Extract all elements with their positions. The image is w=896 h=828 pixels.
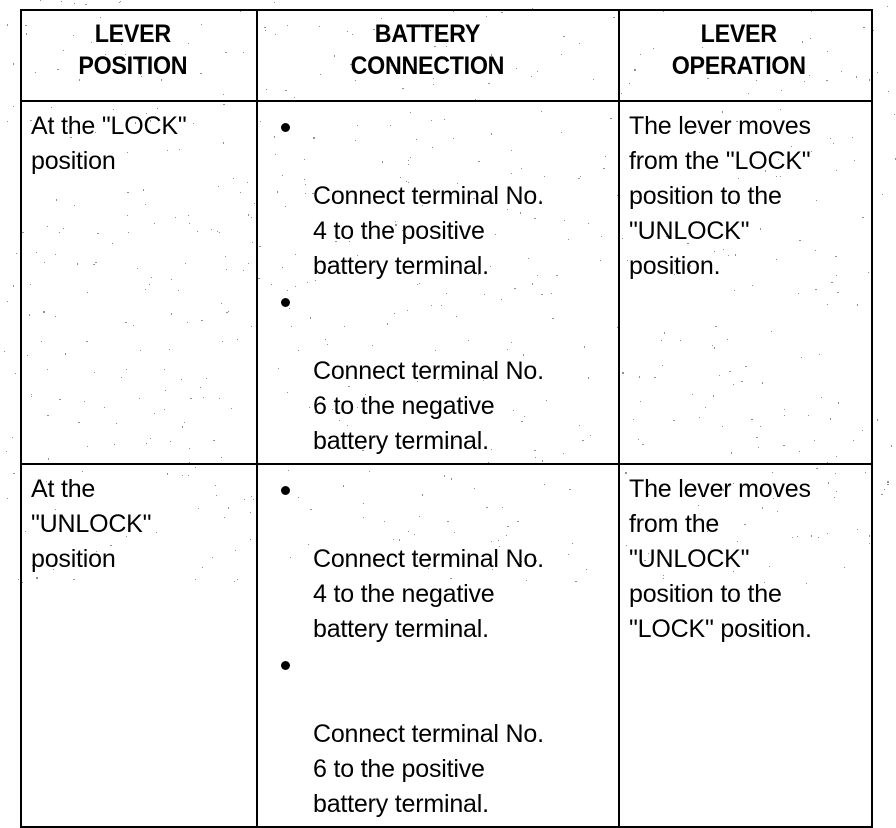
lever-operation-table: LEVER POSITION BATTERY CONNECTION LEVER … [20,9,873,828]
cell-content: The lever moves from the "LOCK" position… [620,102,871,288]
lever-position-text: At the "UNLOCK" position [31,475,152,573]
lever-position-text: At the "LOCK" position [31,112,187,175]
column-header-battery-connection: BATTERY CONNECTION [256,9,620,102]
bullet-icon [281,298,290,307]
bullet-icon [281,123,290,132]
table-row: At the "LOCK" position Connect terminal … [20,100,873,465]
list-item: Connect terminal No. 6 to the negative b… [267,284,612,459]
cell-content: Connect terminal No. 4 to the positive b… [258,102,618,463]
table-header: LEVER POSITION BATTERY CONNECTION LEVER … [20,9,873,102]
battery-connection-list: Connect terminal No. 4 to the positive b… [267,109,612,459]
list-item: Connect terminal No. 6 to the positive b… [267,647,612,822]
cell-content: The lever moves from the "UNLOCK" positi… [620,465,871,651]
column-header-label: LEVER POSITION [78,20,188,80]
lever-operation-text: The lever moves from the "LOCK" position… [629,112,811,280]
table-header-row: LEVER POSITION BATTERY CONNECTION LEVER … [20,9,873,102]
cell-content: LEVER OPERATION [620,11,871,86]
list-item-text: Connect terminal No. 6 to the negative b… [313,357,544,455]
cell-content: At the "LOCK" position [22,102,256,183]
cell-lever-operation: The lever moves from the "LOCK" position… [618,100,873,465]
list-item: Connect terminal No. 4 to the positive b… [267,109,612,284]
list-item: Connect terminal No. 4 to the negative b… [267,472,612,647]
cell-content: At the "UNLOCK" position [22,465,256,581]
list-item-text: Connect terminal No. 4 to the negative b… [313,545,544,643]
table-body: At the "LOCK" position Connect terminal … [20,100,873,828]
cell-lever-position: At the "UNLOCK" position [20,463,258,828]
document-page: LEVER POSITION BATTERY CONNECTION LEVER … [4,0,896,828]
column-header-lever-operation: LEVER OPERATION [618,9,873,102]
list-item-text: Connect terminal No. 6 to the positive b… [313,720,544,818]
list-item-text: Connect terminal No. 4 to the positive b… [313,182,544,280]
bullet-icon [281,661,290,670]
cell-content: BATTERY CONNECTION [258,11,618,86]
bullet-icon [281,486,290,495]
cell-content: Connect terminal No. 4 to the negative b… [258,465,618,826]
column-header-label: LEVER OPERATION [671,20,806,80]
cell-lever-operation: The lever moves from the "UNLOCK" positi… [618,463,873,828]
battery-connection-list: Connect terminal No. 4 to the negative b… [267,472,612,822]
column-header-lever-position: LEVER POSITION [20,9,258,102]
cell-battery-connection: Connect terminal No. 4 to the positive b… [256,100,620,465]
column-header-label: BATTERY CONNECTION [350,20,505,80]
table-row: At the "UNLOCK" position Connect termina… [20,463,873,828]
cell-battery-connection: Connect terminal No. 4 to the negative b… [256,463,620,828]
cell-lever-position: At the "LOCK" position [20,100,258,465]
lever-operation-text: The lever moves from the "UNLOCK" positi… [629,475,812,643]
cell-content: LEVER POSITION [22,11,256,86]
